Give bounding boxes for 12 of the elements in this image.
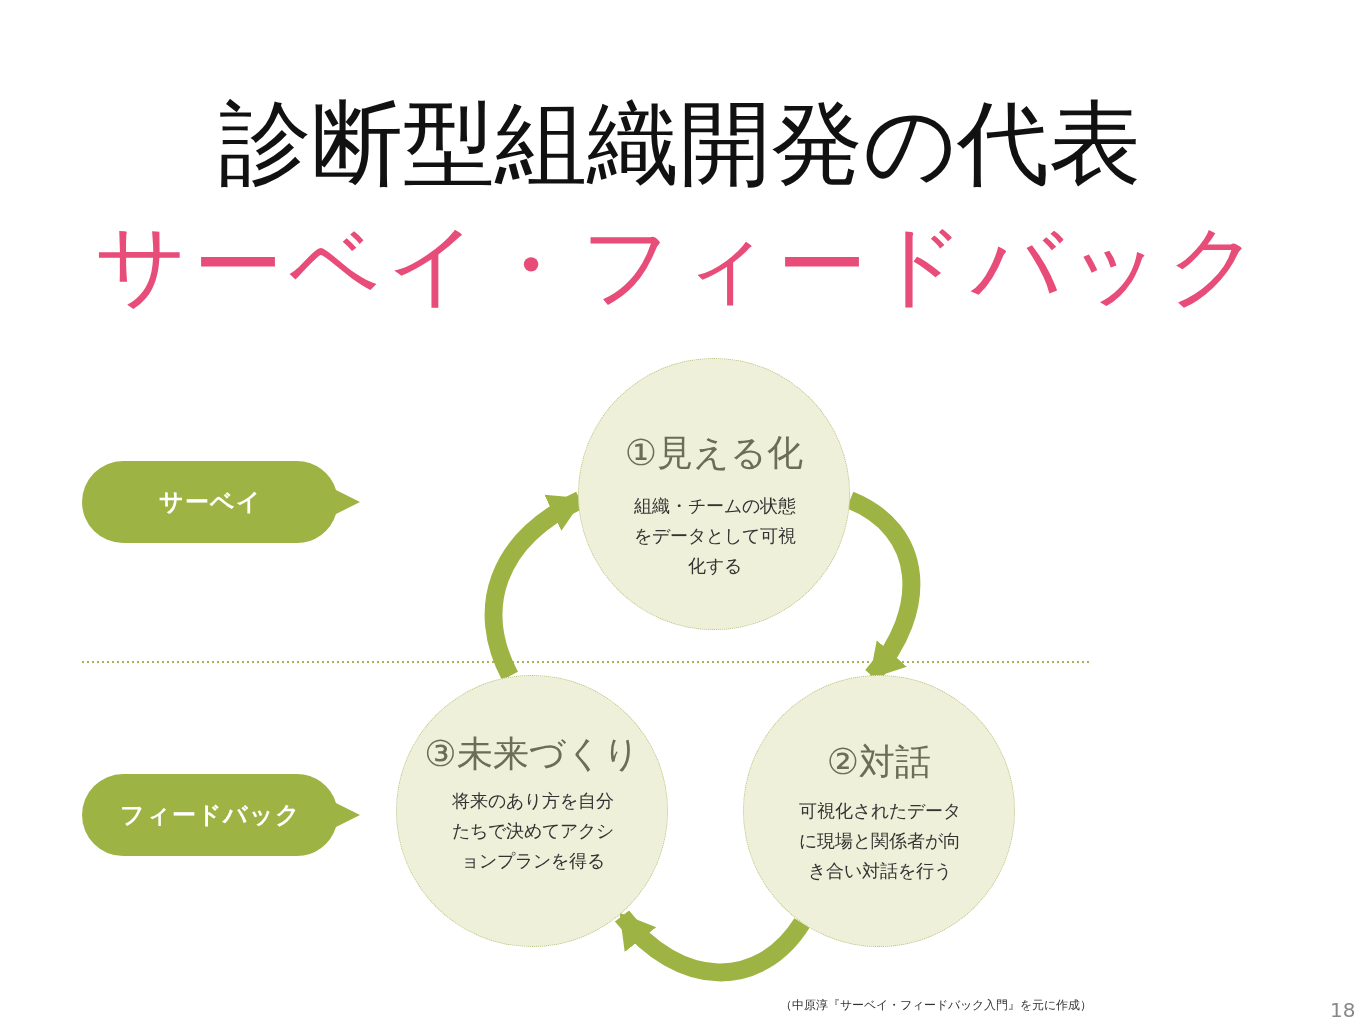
- title: 診断型組織開発の代表: [218, 89, 1142, 199]
- step-heading: ①見える化: [623, 431, 805, 475]
- step-heading: ③未来づくり: [423, 732, 641, 776]
- subtitle: サーベイ・フィードバック: [94, 211, 1266, 319]
- speech-bubble: フィードバック: [82, 774, 362, 856]
- step-heading: ②対話: [825, 740, 933, 784]
- page-number: 18: [1330, 998, 1356, 1020]
- step-description: 将来のあり方を自分たちで決めてアクションプランを得る: [451, 789, 615, 873]
- speech-bubble: サーベイ: [82, 461, 362, 543]
- step-description: 可視化されたデータに現場と関係者が向き合い対話を行う: [798, 799, 962, 883]
- step-description: 組織・チームの状態をデータとして可視化する: [633, 494, 797, 578]
- source-note: （中原淳『サーベイ・フィードバック入門』を元に作成）: [780, 997, 1092, 1014]
